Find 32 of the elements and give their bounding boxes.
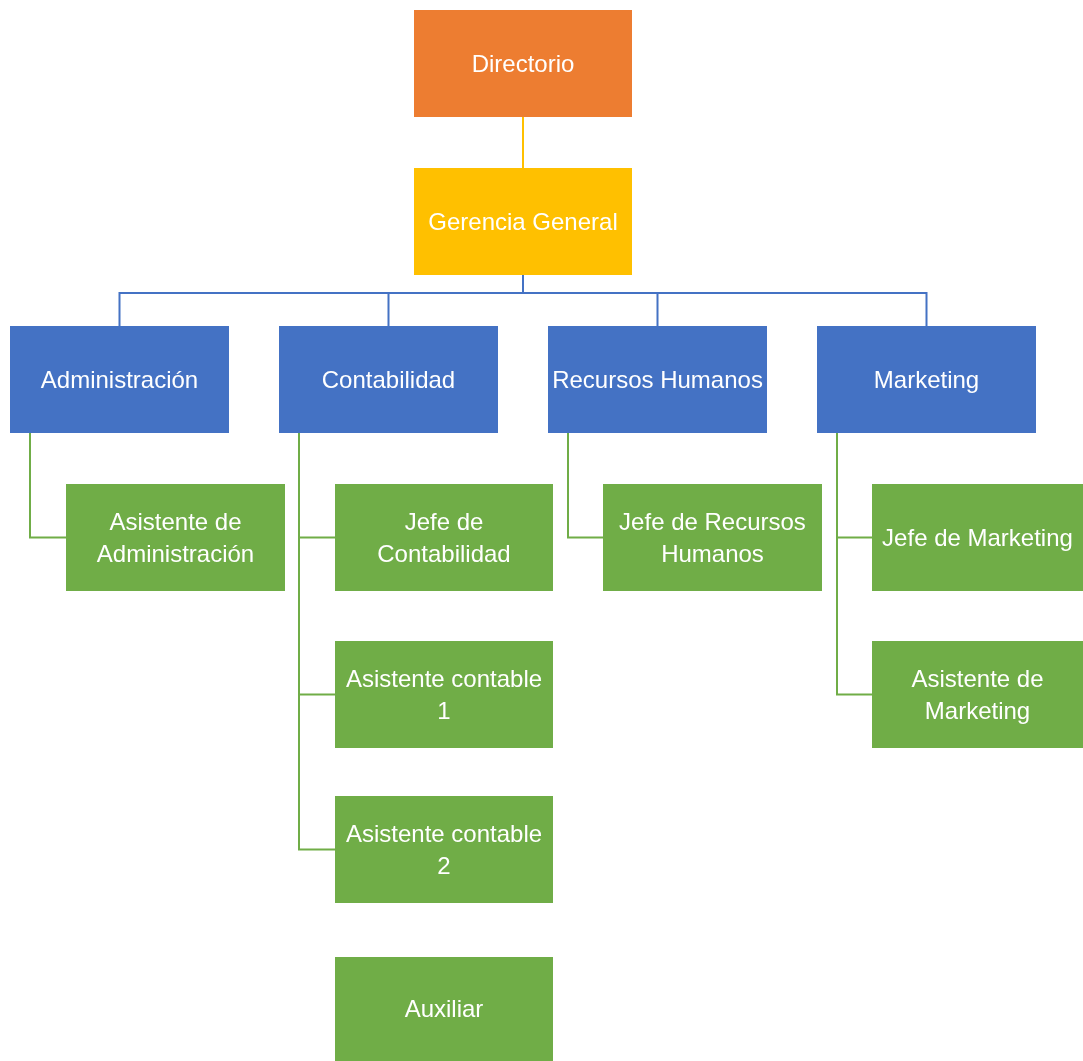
position-title: Asistente de Administración (95, 507, 256, 569)
connector-line (29, 432, 67, 539)
org-chart-box (817, 326, 1036, 433)
org-chart-box (872, 484, 1083, 591)
org-chart-box (414, 168, 632, 275)
position-title: Jefe de Marketing (882, 522, 1073, 553)
position-title: Recursos Humanos (552, 364, 763, 395)
org-chart-box (66, 484, 285, 591)
position-title: Jefe de Contabilidad (376, 507, 512, 569)
position-title: Contabilidad (321, 364, 456, 395)
connector-line (567, 432, 604, 539)
org-chart-box (603, 484, 822, 591)
org-chart-box (335, 641, 553, 748)
position-title: Marketing (873, 364, 980, 395)
org-chart-box (548, 326, 767, 433)
position-title: Asistente contable 1 (344, 664, 544, 726)
org-chart-box (872, 641, 1083, 748)
org-chart-box (335, 484, 553, 591)
org-chart-box (279, 326, 498, 433)
connector-line (836, 432, 873, 696)
position-title: Auxiliar (404, 994, 484, 1025)
position-title: Jefe de Recursos Humanos (618, 507, 807, 569)
org-chart-box (10, 326, 229, 433)
org-chart-box (414, 10, 632, 117)
org-chart-box (335, 796, 553, 903)
position-title: Administración (40, 364, 199, 395)
position-title: Gerencia General (428, 206, 618, 237)
connector-line (522, 116, 524, 169)
position-title: Asistente contable 2 (344, 819, 544, 881)
org-chart-box (335, 957, 553, 1061)
position-title: Directorio (471, 48, 575, 79)
position-title: Asistente de Marketing (910, 664, 1045, 726)
